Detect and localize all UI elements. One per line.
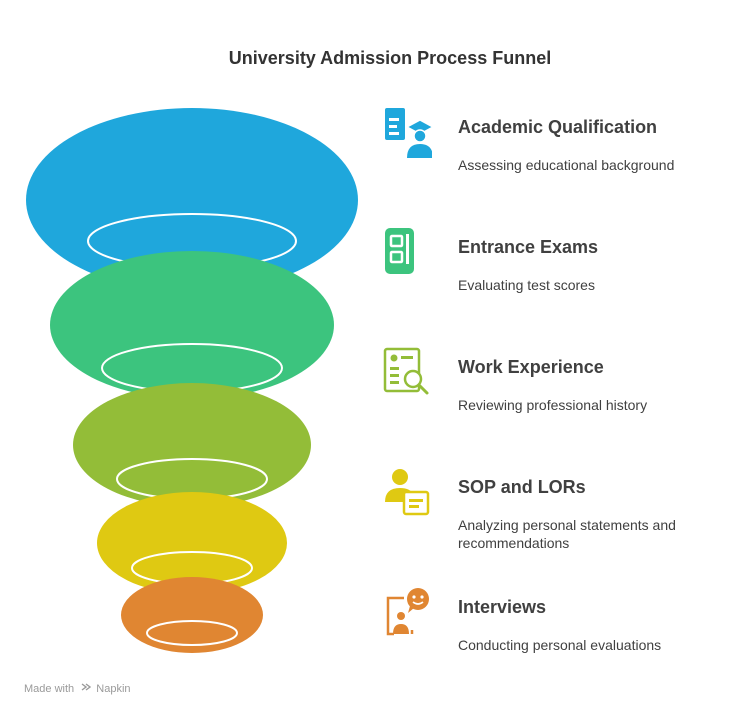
made-with-label: Made with bbox=[24, 683, 75, 695]
step-title: Interviews bbox=[458, 597, 547, 617]
napkin-logo-icon bbox=[81, 683, 92, 691]
exam-sheet-icon bbox=[385, 228, 414, 274]
step-description: Analyzing personal statements and recomm… bbox=[458, 517, 676, 551]
diagram-title: University Admission Process Funnel bbox=[228, 48, 552, 68]
funnel-layer-exams bbox=[50, 251, 334, 399]
step-title: SOP and LORs bbox=[458, 477, 586, 497]
graduate-icon bbox=[385, 108, 432, 158]
step-title: Academic Qualification bbox=[458, 117, 658, 137]
funnel-ring-interviews bbox=[146, 620, 238, 646]
footer-attribution: Made with Napkin bbox=[24, 682, 131, 695]
step-title: Entrance Exams bbox=[458, 237, 599, 257]
funnel-layer-academic bbox=[26, 108, 358, 292]
funnel-layer-experience bbox=[73, 383, 311, 507]
person-document-icon bbox=[385, 469, 430, 516]
step-description: Conducting personal evaluations bbox=[458, 637, 662, 653]
interview-icon bbox=[386, 588, 429, 636]
resume-search-icon bbox=[383, 347, 429, 395]
brand-name: Napkin bbox=[96, 683, 131, 695]
funnel-layer-sop bbox=[97, 492, 287, 594]
step-description: Assessing educational background bbox=[458, 157, 675, 173]
step-description: Reviewing professional history bbox=[458, 397, 648, 413]
step-description: Evaluating test scores bbox=[458, 277, 595, 293]
step-title: Work Experience bbox=[458, 357, 604, 377]
funnel-layer-interviews bbox=[121, 577, 263, 653]
